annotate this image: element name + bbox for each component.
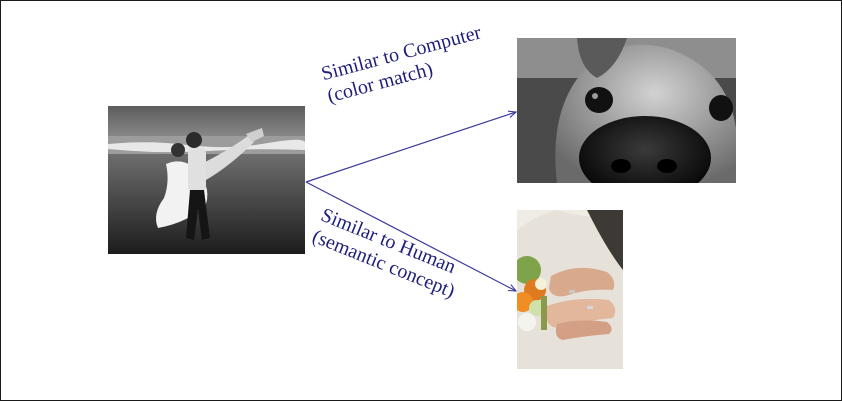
arrow-to-computer-match bbox=[306, 112, 516, 182]
